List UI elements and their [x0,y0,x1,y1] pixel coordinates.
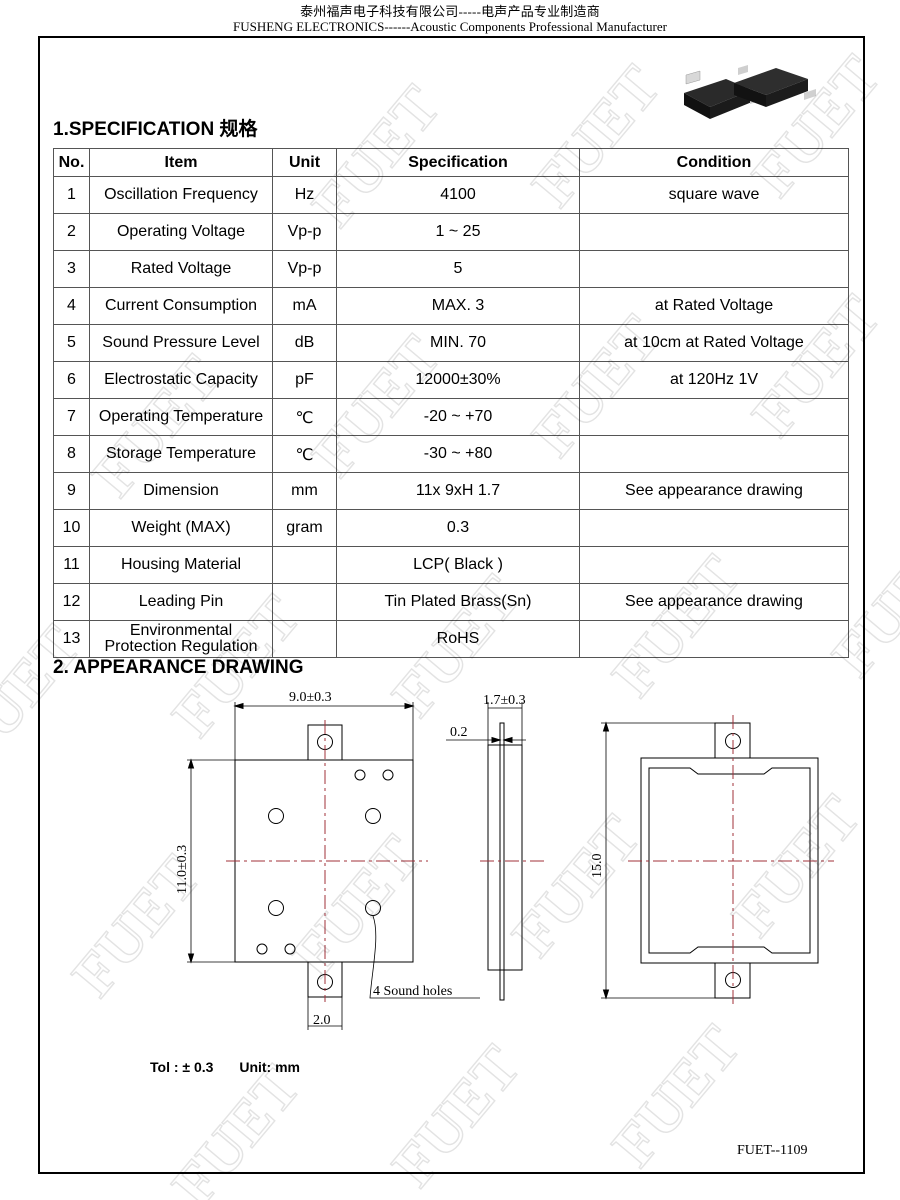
specification-table: No. Item Unit Specification Condition 1 … [53,148,849,658]
tolerance-label: Tol : ± 0.3 [150,1059,214,1075]
cell-unit: Vp-p [272,213,337,251]
cell-no: 2 [53,213,90,251]
cell-item: Electrostatic Capacity [89,361,273,399]
cell-item: Operating Temperature [89,398,273,436]
table-row: 8 Storage Temperature ℃ -30 ~ +80 [53,435,849,473]
table-row: 13 Environmental Protection Regulation R… [53,620,849,658]
cell-item: Oscillation Frequency [89,176,273,214]
cell-unit [272,620,337,658]
dim-lead-label: 0.2 [450,725,468,740]
cell-item: Rated Voltage [89,250,273,288]
cell-item: Housing Material [89,546,273,584]
col-header-condition: Condition [579,148,849,177]
product-photo [684,65,816,119]
section-appearance-title: 2. APPEARANCE DRAWING [53,657,304,678]
cell-no: 9 [53,472,90,510]
cell-item: Current Consumption [89,287,273,325]
cell-unit: ℃ [272,435,337,473]
table-row: 3 Rated Voltage Vp-p 5 [53,250,849,288]
sound-holes-label: 4 Sound holes [373,984,452,999]
cell-item: Sound Pressure Level [89,324,273,362]
cell-no: 6 [53,361,90,399]
company-name-cn: 泰州福声电子科技有限公司-----电声产品专业制造商 [300,4,600,19]
cell-condition [579,620,849,658]
cell-condition [579,546,849,584]
cell-no: 10 [53,509,90,547]
dim-total-label: 15.0 [590,854,605,879]
document-frame [38,36,865,1174]
side-view-body [487,744,523,971]
tolerance-note: Tol : ± 0.3 Unit: mm [150,1059,322,1075]
table-row: 5 Sound Pressure Level dB MIN. 70 at 10c… [53,324,849,362]
cell-spec: Tin Plated Brass(Sn) [336,583,580,621]
cell-spec: 11x 9xH 1.7 [336,472,580,510]
table-row: 7 Operating Temperature ℃ -20 ~ +70 [53,398,849,436]
cell-no: 7 [53,398,90,436]
cell-item: Environmental Protection Regulation [89,620,273,658]
cell-unit: ℃ [272,398,337,436]
cell-condition: at 10cm at Rated Voltage [579,324,849,362]
cell-item: Weight (MAX) [89,509,273,547]
cell-unit: mm [272,472,337,510]
dim-width-label: 9.0±0.3 [289,690,332,705]
cell-spec: RoHS [336,620,580,658]
cell-condition: at 120Hz 1V [579,361,849,399]
cell-condition: See appearance drawing [579,472,849,510]
cell-condition [579,398,849,436]
sound-hole [365,900,381,916]
cell-spec: MAX. 3 [336,287,580,325]
dim-pin-label: 2.0 [313,1013,331,1028]
table-row: 6 Electrostatic Capacity pF 12000±30% at… [53,361,849,399]
cell-condition [579,509,849,547]
table-row: 12 Leading Pin Tin Plated Brass(Sn) See … [53,583,849,621]
cell-unit [272,546,337,584]
cell-spec: 4100 [336,176,580,214]
sound-hole [268,900,284,916]
cell-no: 13 [53,620,90,658]
cell-condition [579,213,849,251]
cell-condition: See appearance drawing [579,583,849,621]
cell-unit: Vp-p [272,250,337,288]
section-specification-title: 1.SPECIFICATION 规格 [53,119,258,140]
cell-no: 3 [53,250,90,288]
dim-height-label: 11.0±0.3 [175,845,190,894]
col-header-unit: Unit [272,148,337,177]
sound-hole [365,808,381,824]
document-code: FUET--1109 [737,1143,808,1158]
table-row: 9 Dimension mm 11x 9xH 1.7 See appearanc… [53,472,849,510]
table-row: 1 Oscillation Frequency Hz 4100 square w… [53,176,849,214]
table-header-row: No. Item Unit Specification Condition [53,148,849,177]
company-name-en: FUSHENG ELECTRONICS------Acoustic Compon… [233,19,667,34]
unit-label: Unit: mm [239,1059,300,1075]
table-row: 11 Housing Material LCP( Black ) [53,546,849,584]
cell-condition [579,250,849,288]
cell-no: 11 [53,546,90,584]
cell-spec: MIN. 70 [336,324,580,362]
table-row: 4 Current Consumption mA MAX. 3 at Rated… [53,287,849,325]
cell-item: Storage Temperature [89,435,273,473]
dim-thickness-label: 1.7±0.3 [483,693,526,708]
cell-item: Dimension [89,472,273,510]
sound-hole [268,808,284,824]
cell-no: 1 [53,176,90,214]
cell-condition: square wave [579,176,849,214]
